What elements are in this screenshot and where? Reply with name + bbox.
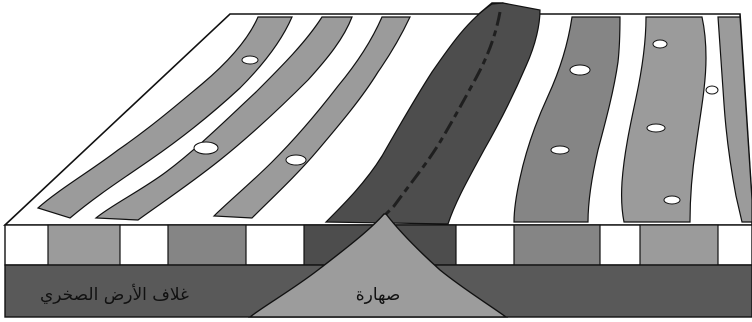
lithosphere-label: غلاف الأرض الصخري xyxy=(40,284,189,305)
magma-label: صهارة xyxy=(356,285,401,305)
